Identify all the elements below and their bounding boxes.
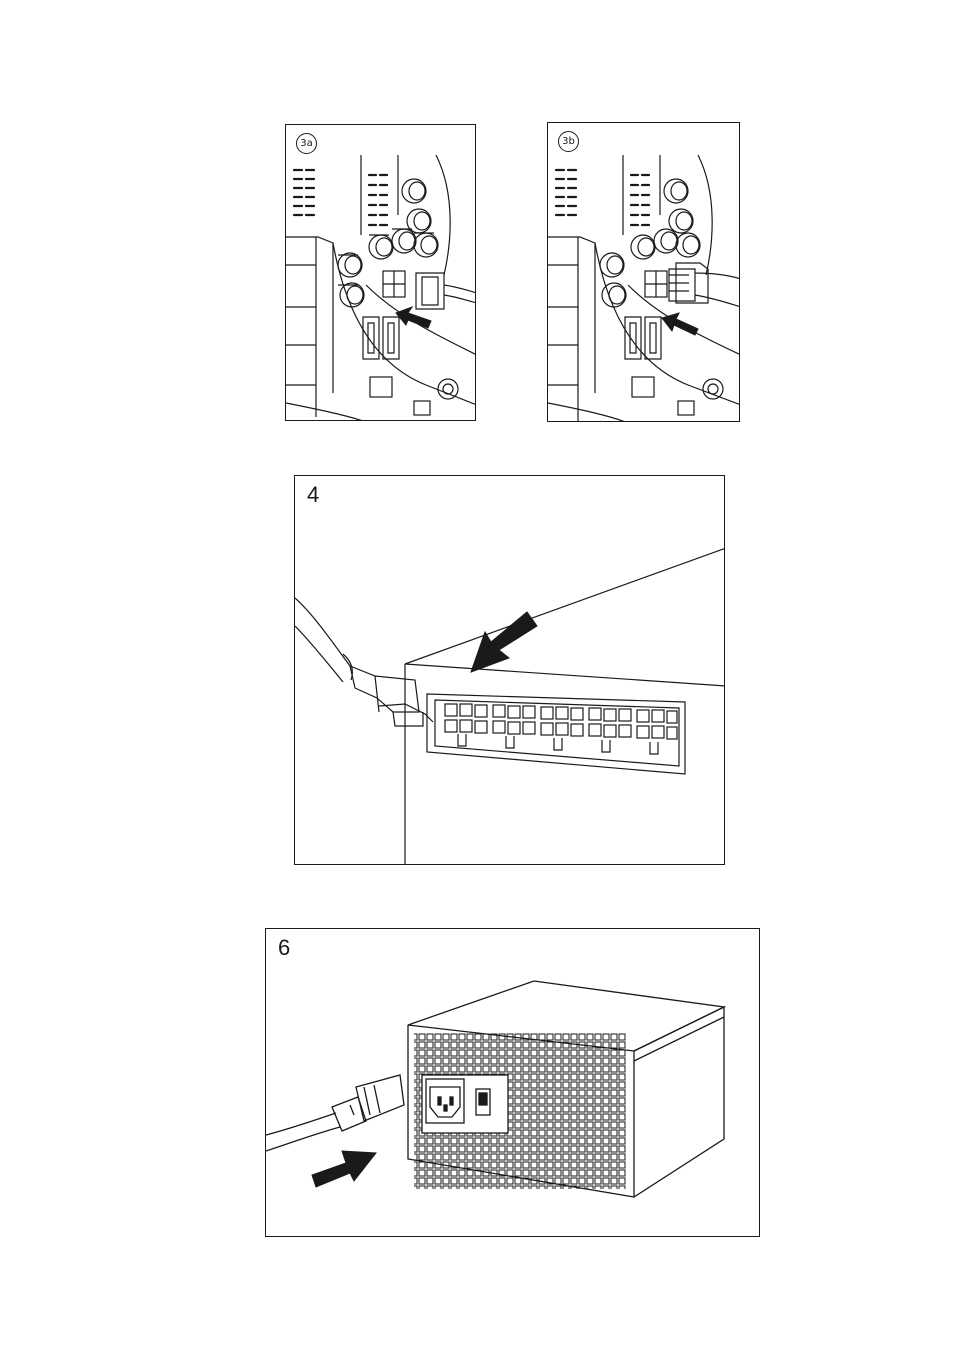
motherboard-8pin-illustration-3b xyxy=(548,123,740,422)
motherboard-8pin-illustration-3a xyxy=(286,125,476,421)
step-4-panel: 4 xyxy=(294,475,725,865)
step-3a-label: 3a xyxy=(296,133,317,154)
step-3b-label: 3b xyxy=(558,131,579,152)
step-6-label: 6 xyxy=(278,935,290,961)
power-supply-illustration xyxy=(266,929,760,1237)
arrow-icon xyxy=(312,1151,376,1187)
arrow-icon xyxy=(662,313,698,335)
atx-24pin-connector-illustration xyxy=(295,476,725,865)
arrow-icon xyxy=(396,307,431,328)
step-4-label: 4 xyxy=(307,482,319,508)
step-3b-panel: 3b xyxy=(547,122,740,422)
arrow-icon xyxy=(471,612,537,672)
step-6-panel: 6 xyxy=(265,928,760,1237)
step-3a-panel: 3a xyxy=(285,124,476,421)
